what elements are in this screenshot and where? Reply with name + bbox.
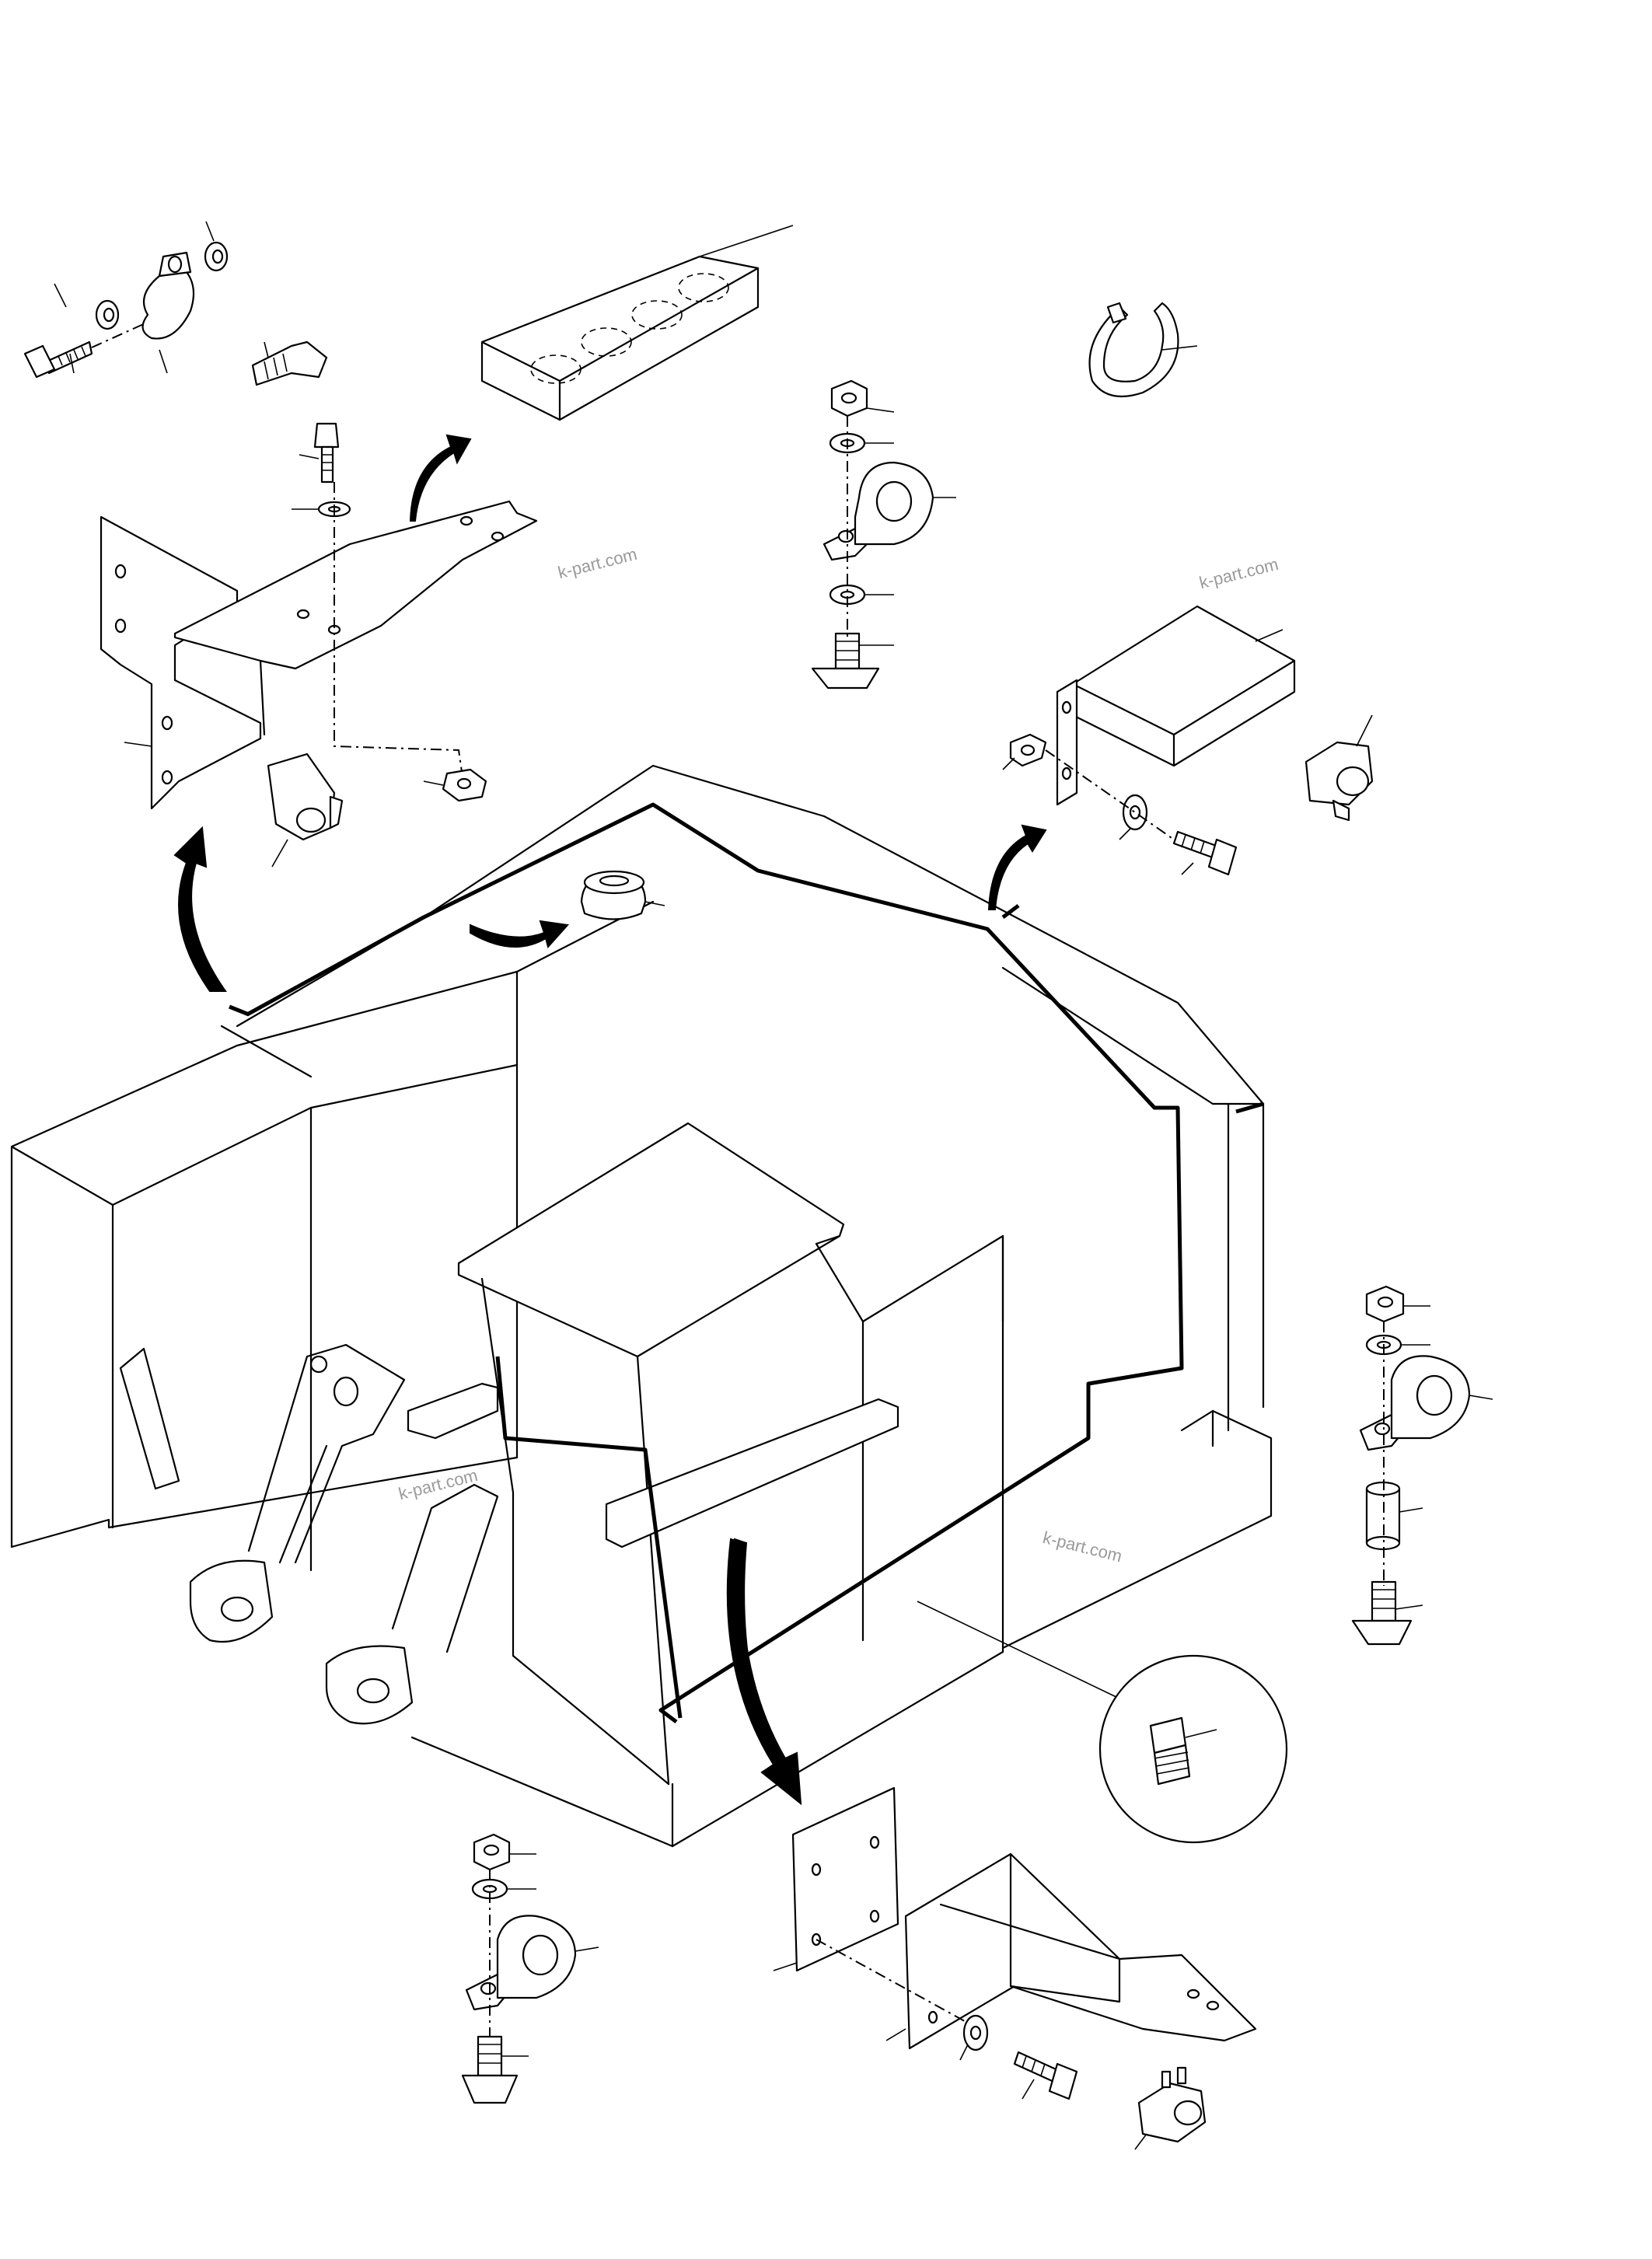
clamp-icon [465,1915,577,2011]
washer-icon [962,2014,989,2051]
grommet-icon [580,870,665,920]
nut-icon [1009,733,1047,767]
bolt-icon [811,632,880,690]
bolt-icon [1013,2051,1078,2100]
bolt-icon [461,2035,519,2104]
clip-icon [267,752,344,841]
clamp-stack-bottom [461,1833,599,2104]
nut-icon [830,379,868,417]
machine-frame [10,764,1273,1848]
bolt-icon [1172,830,1238,876]
bolt-icon [23,340,93,379]
clip-icon [1137,2066,1207,2143]
clip-icon [251,340,328,386]
clip-icon [1304,741,1374,822]
nut-icon [473,1833,511,1871]
clamp-stack-right [1351,1285,1493,1646]
connector-icon [1149,1716,1217,1786]
clamp-icon [823,461,934,561]
clamp-set-top-left [23,221,328,386]
bracket-upper-left [100,422,538,868]
clamp-stack-top-center [811,379,956,690]
washer-icon [95,299,120,330]
wiring-harness [229,802,1264,1723]
clamp-icon [141,251,195,340]
nut-icon [442,768,487,802]
bracket-lower-right [773,1786,1257,2150]
cable-tie-icon [1088,302,1198,398]
nut-icon [1365,1285,1405,1323]
spacer-icon [1365,1481,1401,1551]
connector-detail [917,1601,1288,1844]
assembly-arrows [173,434,1047,1806]
washer-icon [204,241,229,272]
clamp-icon [1359,1355,1471,1451]
relay-module-right [1002,605,1374,876]
relay-box-icon [480,225,794,421]
washer-icon [1122,794,1148,831]
bolt-icon [1351,1580,1413,1646]
bolt-icon [313,422,340,484]
